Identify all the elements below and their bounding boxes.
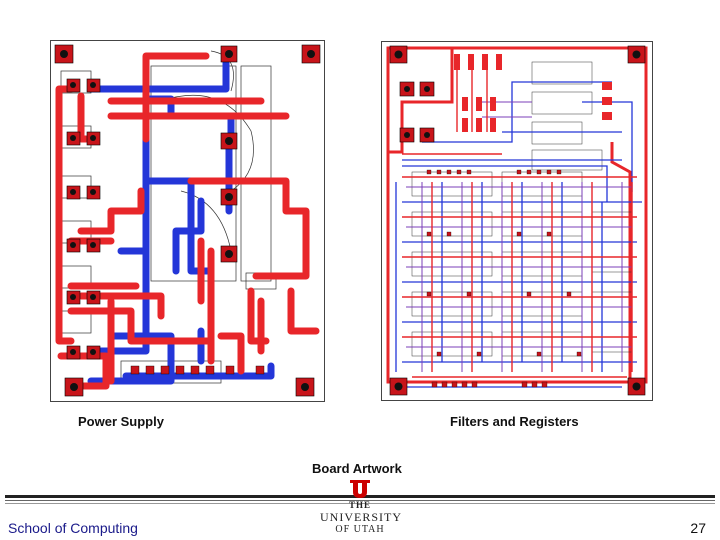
board-artwork-caption: Board Artwork [312,461,402,476]
logo-text-the: THE [348,500,371,510]
university-of-utah-logo: THE UNIVERSITY OF UTAH [320,478,402,538]
filters-registers-caption: Filters and Registers [450,414,579,429]
power-supply-caption: Power Supply [78,414,164,429]
filters-registers-artwork [386,45,648,396]
school-name: School of Computing [8,520,138,536]
power-supply-artwork [54,44,321,397]
page-number: 27 [690,520,706,536]
filters-registers-board [381,41,653,401]
power-supply-board [50,40,325,402]
footer-rule-thinner [5,503,715,504]
block-u-icon [350,480,370,498]
footer-rule-thin [5,500,715,501]
logo-text-university: UNIVERSITY [320,510,402,524]
logo-text-of-utah: OF UTAH [335,524,385,535]
